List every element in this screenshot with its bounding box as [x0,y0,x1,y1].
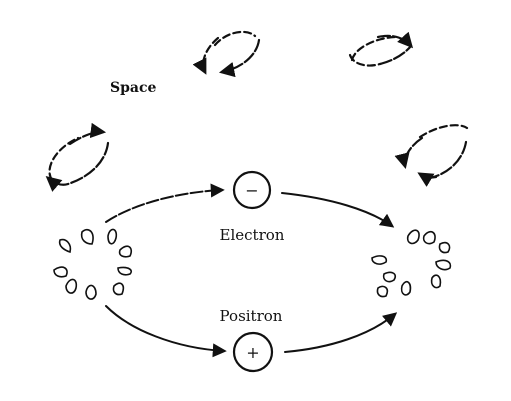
vacuum-loop-top-right [348,31,414,67]
electron-label: Electron [220,226,285,244]
positron-particle: + [232,331,274,373]
positron-path [105,305,398,358]
electron-symbol: − [245,181,258,200]
vacuum-loop-left [45,122,110,192]
electron-particle: − [232,170,272,210]
pair-annihilation-burst [371,229,452,298]
positron-symbol: + [246,343,259,362]
space-label: Space [110,80,156,96]
positron-label: Positron [220,307,283,325]
pair-creation-burst [53,228,133,300]
vacuum-loop-right [394,124,469,187]
vacuum-loop-top-center [192,30,261,78]
electron-path [105,183,395,228]
